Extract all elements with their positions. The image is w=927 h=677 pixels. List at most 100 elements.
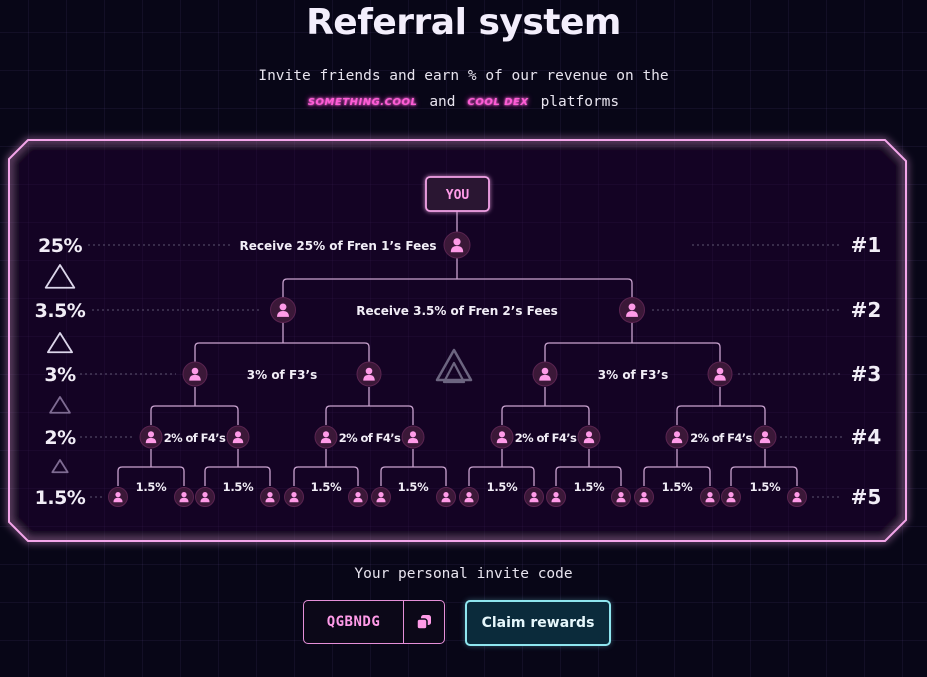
level-3-label: 3% of F3’s	[247, 368, 317, 382]
user-icon	[376, 497, 386, 503]
fren-node-level-5[interactable]	[195, 487, 215, 507]
level-5-label: 1.5%	[223, 480, 254, 494]
fren-node-level-5[interactable]	[700, 487, 720, 507]
fren-node-level-3[interactable]	[182, 361, 208, 387]
fren-node-level-5[interactable]	[260, 487, 280, 507]
fren-node-level-4[interactable]	[226, 425, 250, 449]
level-5-label: 1.5%	[750, 480, 781, 494]
copy-button[interactable]	[403, 601, 444, 643]
user-icon	[551, 497, 561, 503]
fren-node-level-5[interactable]	[524, 487, 544, 507]
center-triangle-logo-icon	[442, 361, 466, 384]
fren-node-level-4[interactable]	[665, 425, 689, 449]
fren-node-level-5[interactable]	[108, 487, 128, 507]
connector-line	[282, 258, 633, 298]
user-icon	[453, 238, 461, 246]
user-icon	[583, 437, 595, 444]
fren-node-level-4[interactable]	[401, 425, 425, 449]
user-icon	[145, 437, 157, 444]
user-icon	[179, 497, 189, 503]
connector-line	[468, 449, 535, 486]
user-icon	[202, 492, 208, 498]
user-icon	[641, 492, 647, 498]
user-icon	[443, 492, 449, 498]
level-2-label: Receive 3.5% of Fren 2’s Fees	[356, 304, 558, 318]
level-4-rank: #4	[851, 425, 882, 449]
fren-node-level-4[interactable]	[753, 425, 777, 449]
brand-something-cool-logo[interactable]: SOMETHING.COOL	[307, 97, 418, 108]
subtitle-line-1: Invite friends and earn % of our revenue…	[258, 68, 669, 84]
user-icon	[113, 497, 123, 503]
level-2-rank: #2	[851, 298, 882, 322]
fren-node-level-1[interactable]	[443, 231, 471, 259]
fren-node-level-3[interactable]	[707, 361, 733, 387]
connector-line	[544, 323, 721, 362]
user-icon	[498, 431, 506, 438]
connector-line	[293, 449, 359, 486]
fren-node-level-2[interactable]	[619, 297, 645, 323]
fren-node-level-5[interactable]	[348, 487, 368, 507]
user-icon	[496, 437, 508, 444]
user-icon	[759, 437, 771, 444]
user-icon	[363, 374, 375, 381]
fren-node-level-2[interactable]	[270, 297, 296, 323]
user-icon	[626, 310, 638, 317]
you-label: YOU	[446, 188, 470, 203]
user-icon	[189, 374, 201, 381]
subtitle-platforms: platforms	[540, 94, 620, 110]
brand-cool-dex-logo[interactable]: COOL DEX	[467, 97, 529, 108]
level-5-label: 1.5%	[136, 480, 167, 494]
user-icon	[291, 492, 297, 498]
connector-line	[325, 387, 414, 425]
fren-node-level-5[interactable]	[459, 487, 479, 507]
fren-node-level-5[interactable]	[546, 487, 566, 507]
level-5-rank: #5	[851, 485, 882, 509]
fren-node-level-3[interactable]	[532, 361, 558, 387]
invite-code-label: Your personal invite code	[354, 566, 573, 582]
connector-line	[380, 449, 447, 486]
level-3-label: 3% of F3’s	[598, 368, 668, 382]
invite-code-box: QGBNDG	[303, 600, 445, 644]
fren-node-level-5[interactable]	[611, 487, 631, 507]
user-icon	[181, 492, 187, 498]
fren-node-level-5[interactable]	[284, 487, 304, 507]
fren-node-level-4[interactable]	[139, 425, 163, 449]
fren-node-level-5[interactable]	[436, 487, 456, 507]
user-icon	[277, 310, 289, 317]
user-icon	[407, 437, 419, 444]
user-icon	[353, 497, 363, 503]
fren-node-level-4[interactable]	[577, 425, 601, 449]
connector-line	[676, 387, 766, 425]
user-icon	[147, 431, 155, 438]
user-icon	[355, 492, 361, 498]
level-4-label: 2% of F4’s	[690, 431, 752, 445]
fren-node-level-4[interactable]	[314, 425, 338, 449]
user-icon	[673, 431, 681, 438]
level-3-percent: 3%	[44, 364, 76, 386]
fren-node-level-3[interactable]	[356, 361, 382, 387]
user-icon	[409, 431, 417, 438]
level-5-label: 1.5%	[311, 480, 342, 494]
fren-node-level-5[interactable]	[787, 487, 807, 507]
connector-line	[194, 323, 370, 362]
connector-line	[204, 449, 271, 486]
level-5-label: 1.5%	[487, 480, 518, 494]
fren-node-level-4[interactable]	[490, 425, 514, 449]
level-4-label: 2% of F4’s	[164, 431, 226, 445]
connector-line	[643, 449, 711, 486]
fren-node-level-5[interactable]	[371, 487, 391, 507]
user-icon	[234, 431, 242, 438]
claim-rewards-button[interactable]: Claim rewards	[465, 600, 611, 646]
user-icon	[450, 246, 464, 253]
subtitle: Invite friends and earn % of our revenue…	[0, 63, 927, 116]
center-triangle-logo-icon	[435, 348, 473, 382]
fren-node-level-5[interactable]	[634, 487, 654, 507]
you-node[interactable]: YOU	[425, 176, 490, 212]
fren-node-level-5[interactable]	[174, 487, 194, 507]
invite-code-value[interactable]: QGBNDG	[326, 614, 381, 630]
fren-node-level-5[interactable]	[721, 487, 741, 507]
triangle-decoration-icon	[51, 459, 69, 474]
user-icon	[464, 497, 474, 503]
